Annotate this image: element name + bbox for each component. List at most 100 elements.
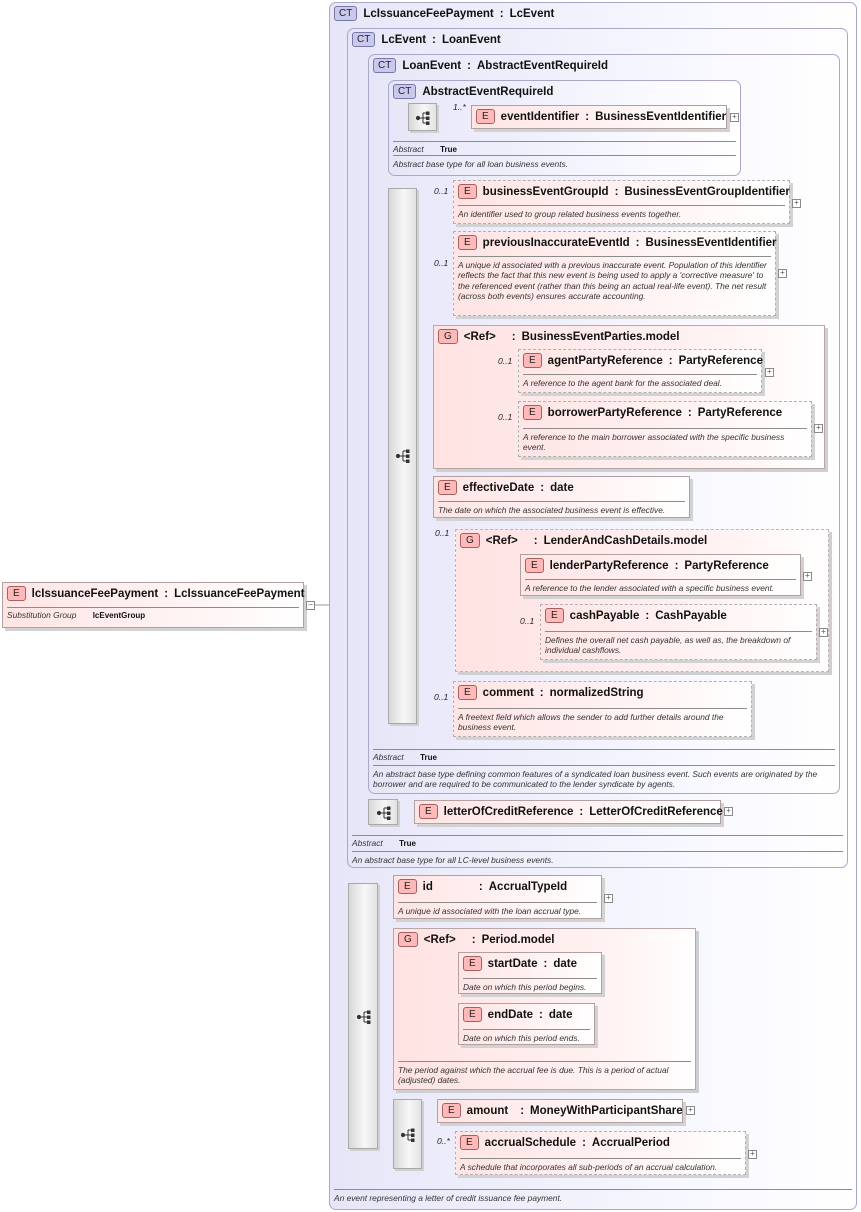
element-type: PartyReference [697,406,783,419]
element-type: BusinessEventIdentifier [645,236,777,249]
collapse-toggle-icon[interactable]: − [306,601,315,610]
element-badge: E [545,608,564,623]
root-element-box[interactable]: E lcIssuanceFeePayment : LcIssuanceFeePa… [2,582,305,628]
cardinality-label: 1..* [453,102,466,112]
element-description: A schedule that incorporates all sub-per… [460,1158,741,1172]
cardinality-label: 0..1 [498,412,513,422]
element-type: PartyReference [678,354,763,367]
complex-type-description: Abstract base type for all loan business… [393,155,736,169]
complex-type-badge: CT [352,32,376,47]
sequence-icon [376,806,391,820]
group-name: Period.model [481,933,555,946]
element-name: endDate [487,1008,534,1021]
element-type: normalizedString [549,686,644,699]
element-type: LetterOfCreditReference [589,805,723,818]
element-name: letterOfCreditReference [443,805,574,818]
expand-toggle-icon[interactable]: + [724,807,733,816]
element-name: accrualSchedule [484,1136,577,1149]
sequence-compositor[interactable] [408,103,437,131]
complex-type-description: An abstract base type defining common fe… [373,765,835,790]
element-description: A unique id associated with the loan acc… [398,902,597,916]
element-type: CashPayable [655,609,727,622]
element-description: A reference to the lender associated wit… [525,579,796,593]
complex-type-description: An abstract base type for all LC-level b… [352,851,843,865]
expand-toggle-icon[interactable]: + [730,113,739,122]
expand-toggle-icon[interactable]: + [792,199,801,208]
complex-type-base: LcEvent [509,7,555,20]
element-name: effectiveDate [462,481,535,494]
element-name: eventIdentifier [500,110,580,123]
abstract-value: True [420,753,437,762]
sequence-compositor[interactable] [388,188,417,724]
element-name: agentPartyReference [547,354,663,367]
element-badge: E [438,480,457,495]
element-badge: E [398,879,417,894]
element-badge: E [458,685,477,700]
complex-type-name: LcIssuanceFeePayment [363,7,494,20]
element-name: startDate [487,957,538,970]
element-badge: E [523,353,542,368]
complex-type-badge: CT [334,6,358,21]
expand-toggle-icon[interactable]: + [604,894,613,903]
abstract-label: Abstract [352,838,383,848]
element-description: A unique id associated with a previous i… [458,256,771,302]
abstract-label: Abstract [373,752,404,762]
expand-toggle-icon[interactable]: + [765,368,774,377]
expand-toggle-icon[interactable]: + [748,1150,757,1159]
element-badge: E [442,1103,461,1118]
element-name: comment [482,686,534,699]
expand-toggle-icon[interactable]: + [819,628,828,637]
group-ref: <Ref> [485,534,518,547]
expand-toggle-icon[interactable]: + [686,1106,695,1115]
element-name: businessEventGroupId [482,185,609,198]
sequence-icon [400,1128,415,1142]
element-description: A reference to the main borrower associa… [523,428,807,453]
expand-toggle-icon[interactable]: + [803,572,812,581]
element-type: MoneyWithParticipantShare [530,1104,683,1117]
element-name: id [422,880,433,893]
element-name: lenderPartyReference [549,559,669,572]
element-badge: E [476,109,495,124]
element-type: AccrualTypeId [488,880,568,893]
sequence-compositor[interactable] [348,883,378,1149]
element-badge: E [419,804,438,819]
group-name: BusinessEventParties.model [521,330,680,343]
element-badge: E [460,1135,479,1150]
sequence-icon [415,111,430,125]
cardinality-label: 0..1 [435,528,450,538]
group-ref: <Ref> [463,330,496,343]
element-type: PartyReference [684,559,769,572]
element-badge: E [463,1007,482,1022]
group-badge: G [438,329,458,344]
expand-toggle-icon[interactable]: + [778,269,787,278]
cardinality-label: 0..1 [434,258,449,268]
sequence-compositor[interactable] [393,1099,422,1169]
element-name: borrowerPartyReference [547,406,682,419]
cardinality-label: 0..1 [434,186,449,196]
element-description: A freetext field which allows the sender… [458,708,747,733]
complex-type-description: An event representing a letter of credit… [334,1189,852,1203]
substitution-label: Substitution Group [7,610,77,620]
complex-type-badge: CT [373,58,397,73]
element-type: BusinessEventIdentifier [595,110,727,123]
root-element-type: LcIssuanceFeePayment [174,587,305,600]
sequence-compositor[interactable] [368,799,398,825]
substitution-value: lcEventGroup [92,611,146,620]
element-badge: E [463,956,482,971]
expand-toggle-icon[interactable]: + [814,424,823,433]
